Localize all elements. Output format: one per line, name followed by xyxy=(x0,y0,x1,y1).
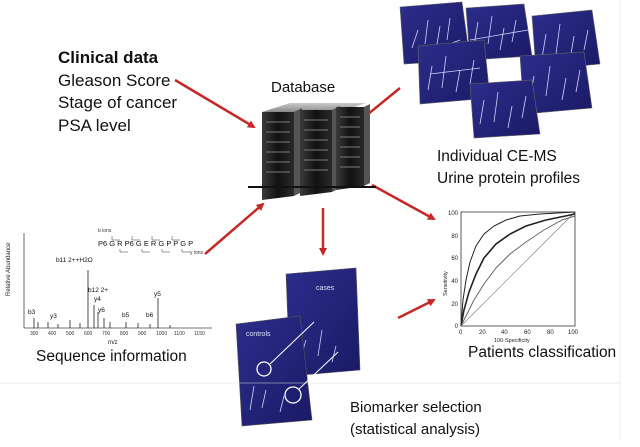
roc-xtick: 100 xyxy=(568,330,579,336)
spectrum-xtick: 500 xyxy=(66,331,75,337)
highlight-circle xyxy=(284,386,302,404)
controls-label: controls xyxy=(246,331,271,338)
biomarker-label-line2: (statistical analysis) xyxy=(350,421,481,438)
sequence-fragment-marks xyxy=(111,236,190,253)
roc-xlabel: 100-Specificity xyxy=(494,338,530,344)
roc-ytick: 0 xyxy=(455,324,459,330)
clinical-item-stage: Stage of cancer xyxy=(58,93,178,112)
spectrum-xtick: 300 xyxy=(30,331,39,337)
roc-xticks: 0 20 40 60 80 100 xyxy=(459,330,579,336)
peak-label: y5 xyxy=(154,291,161,298)
biomarker-label-line1: Biomarker selection xyxy=(350,399,482,416)
spectrum-xtick: 1100 xyxy=(174,331,185,337)
roc-xtick: 0 xyxy=(459,330,463,336)
patients-label: Patients classification xyxy=(468,344,617,361)
spectrum-peaks xyxy=(33,270,171,328)
roc-yticks: 0 20 40 60 80 100 xyxy=(448,211,459,330)
peak-label: b3 xyxy=(28,309,36,316)
biomarker-panels: cases controls xyxy=(235,267,361,427)
clinical-data-title: Clinical data xyxy=(58,48,159,67)
peak-label: b11 2++H2O xyxy=(56,257,93,264)
clinical-item-gleason: Gleason Score xyxy=(58,70,171,90)
profiles-label: Individual CE-MS Urine protein profiles xyxy=(437,146,580,190)
arrow-clinical-to-db xyxy=(174,78,256,129)
clinical-data-block: Clinical data Gleason Score Stage of can… xyxy=(58,47,177,137)
roc-ytick: 20 xyxy=(451,302,458,308)
connector-line xyxy=(269,321,315,365)
peak-label: b5 xyxy=(122,312,130,319)
database-label: Database xyxy=(271,79,336,96)
spectrum-ylabel: Relative Abundance xyxy=(6,242,12,296)
spectrum-xtick: 700 xyxy=(102,331,111,337)
peptide-sequence: P6 G R P6 G E R G P P G P xyxy=(98,239,193,248)
roc-xtick: 40 xyxy=(501,330,508,336)
ce-ms-profiles xyxy=(399,1,601,139)
profiles-label-line2: Urine protein profiles xyxy=(437,170,581,187)
sequence-header: b ions xyxy=(98,228,112,234)
database-server-icon xyxy=(248,103,376,200)
spectrum-xtick: 900 xyxy=(138,331,147,337)
profile-panel xyxy=(469,79,541,139)
profiles-label-line1: Individual CE-MS xyxy=(437,148,557,165)
spectrum-xtick: 1150 xyxy=(194,331,205,337)
peak-label: y4 xyxy=(94,296,101,303)
roc-ytick: 60 xyxy=(451,256,458,262)
roc-xtick: 20 xyxy=(479,330,486,336)
spectrum-xtick: 600 xyxy=(84,331,93,337)
sequence-footer: y ions xyxy=(190,250,204,256)
spectrum-xtick: 400 xyxy=(48,331,57,337)
spectrum-xtick: 1000 xyxy=(156,331,167,337)
roc-ytick: 40 xyxy=(451,279,458,285)
roc-ytick: 80 xyxy=(451,234,458,240)
arrow-db-to-roc xyxy=(371,183,436,221)
spectrum-xlabel: m/z xyxy=(108,340,118,346)
roc-xtick: 80 xyxy=(547,330,554,336)
peak-label: b6 xyxy=(146,312,154,319)
peak-label: y3 xyxy=(50,313,57,320)
roc-chart: Sensitivity 100-Specificity 0 20 40 60 8… xyxy=(443,211,579,344)
sequence-label: Sequence information xyxy=(36,348,187,365)
ms-spectrum: Relative Abundance m/z 300 400 500 600 7… xyxy=(6,228,212,346)
clinical-item-psa: PSA level xyxy=(58,115,131,135)
roc-ylabel: Sensitivity xyxy=(443,271,449,296)
peak-label: y6 xyxy=(98,307,105,314)
arrow-biomarker-to-roc xyxy=(397,298,436,320)
highlight-circle xyxy=(256,361,272,377)
roc-ytick: 100 xyxy=(448,211,459,217)
spectrum-peak-labels: b3 y3 b12 2+ y4 b11 2++H2O y5 b5 b6 y6 xyxy=(28,257,161,320)
controls-panel: controls xyxy=(235,315,339,427)
spectrum-xticks: 300 400 500 600 700 800 900 1000 1100 11… xyxy=(30,331,205,337)
peak-label: b12 2+ xyxy=(88,287,108,294)
roc-xtick: 60 xyxy=(524,330,531,336)
arrow-sequence-to-db xyxy=(204,202,265,255)
biomarker-label: Biomarker selection (statistical analysi… xyxy=(350,397,482,441)
spectrum-xtick: 800 xyxy=(120,331,129,337)
cases-label: cases xyxy=(316,285,335,292)
